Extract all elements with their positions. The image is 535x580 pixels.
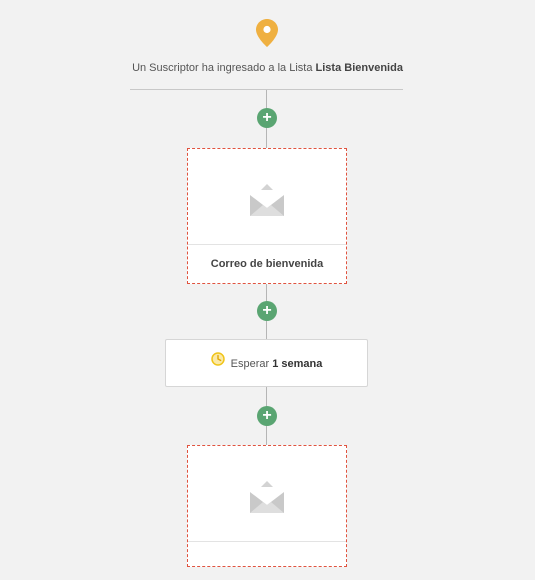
wait-prefix: Esperar	[230, 358, 270, 370]
trigger-text-prefix: Un Suscriptor ha ingresado a la Lista	[132, 62, 313, 74]
card-divider	[188, 244, 346, 245]
trigger-divider	[130, 89, 403, 90]
wait-step-card[interactable]: Esperar 1 semana	[165, 339, 368, 387]
add-step-button[interactable]: +	[257, 406, 277, 426]
email-preview	[188, 446, 346, 541]
trigger-list-name: Lista Bienvenida	[315, 62, 403, 74]
card-divider	[188, 541, 346, 542]
email-preview	[188, 149, 346, 244]
envelope-icon	[250, 481, 284, 513]
clock-icon	[210, 339, 225, 387]
envelope-icon	[250, 184, 284, 216]
email-step-card[interactable]	[187, 445, 347, 567]
add-step-button[interactable]: +	[257, 108, 277, 128]
wait-duration: 1 semana	[272, 358, 323, 370]
add-step-button[interactable]: +	[257, 301, 277, 321]
email-step-label: Correo de bienvenida	[210, 258, 324, 270]
map-pin-icon	[255, 18, 279, 48]
email-step-card[interactable]: Correo de bienvenida	[187, 148, 347, 284]
trigger-description: Un Suscriptor ha ingresado a la Lista Li…	[100, 62, 435, 74]
email-step-label	[188, 542, 346, 580]
